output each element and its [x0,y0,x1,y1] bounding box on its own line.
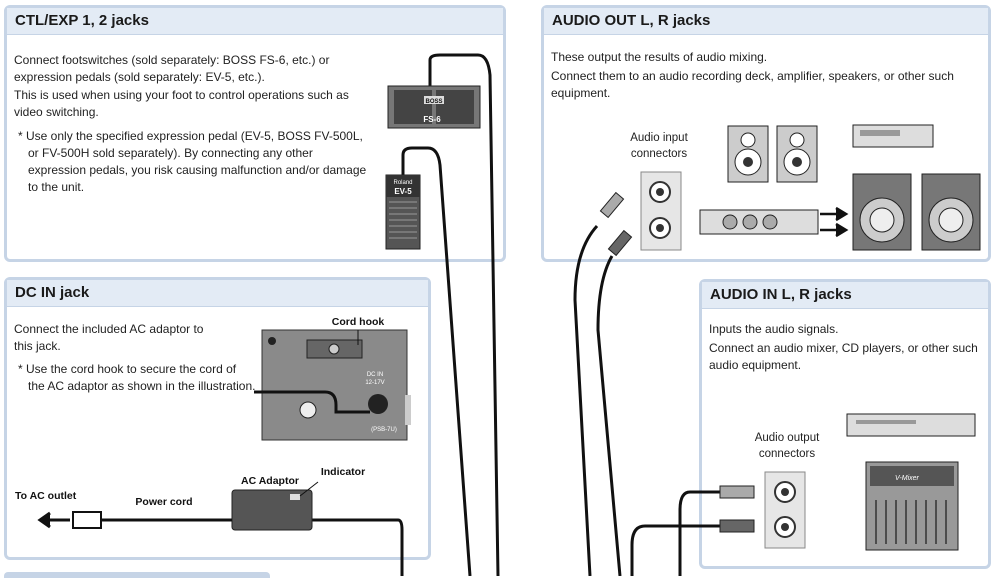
audio-input-connectors-label: Audio input connectors [630,132,688,160]
audio-out-cable-l [573,224,599,576]
ev5-expression-pedal: Roland EV-5 [385,174,421,250]
fs6-model: FS-6 [423,115,441,124]
audio-output-jack-block [764,471,806,549]
cord-hook-label: Cord hook [332,316,385,328]
mixer-brand: V-Mixer [895,475,920,482]
psb-label: (PSB-7U) [371,427,397,433]
rca-plug-red [607,229,633,257]
audio-in-title: AUDIO IN L, R jacks [702,282,988,309]
dc-in-device [261,329,411,441]
cd-player [846,413,976,437]
rca-plug-white-in [719,485,755,499]
ev5-model: EV-5 [394,187,412,196]
power-cord-label: Power cord [135,496,192,508]
ev5-cable [401,146,472,576]
audio-output-connectors-label: Audio output connectors [754,432,820,460]
rca-plug-red-in [719,519,755,533]
ctl-exp-note: * Use only the specified expression peda… [18,129,367,194]
audio-in-text-2: Connect an audio mixer, CD players, or o… [709,341,978,372]
ctl-exp-text-2: This is used when using your foot to con… [14,88,349,119]
dc-cord-hooked [254,390,370,414]
dc-voltage-label: 12-17V [365,380,384,386]
dc-in-note: * Use the cord hook to secure the cord o… [18,362,256,393]
pa-speakers [852,173,981,251]
audio-in-cable-l [678,490,720,576]
rca-plug-white [599,191,625,219]
audio-input-jack-block [640,171,682,251]
indicator-label: Indicator [321,466,365,478]
fs6-footswitch: BOSS FS-6 [387,85,481,129]
next-panel-stub [4,572,270,578]
dc-in-jack-label: DC IN [367,372,383,378]
adaptor-dc-cable [312,518,404,576]
fs6-brand: BOSS [425,99,442,105]
audio-out-title: AUDIO OUT L, R jacks [544,8,988,35]
ctl-exp-title: CTL/EXP 1, 2 jacks [7,8,503,35]
audio-in-text-1: Inputs the audio signals. [709,322,839,336]
dc-in-text-1: Connect the included AC adaptor to this … [14,322,204,353]
ctl-exp-panel: CTL/EXP 1, 2 jacks [4,5,506,262]
arrow-icons [820,206,849,238]
dc-in-title: DC IN jack [7,280,428,307]
fs6-cable [428,53,500,576]
audio-mixer: V-Mixer [865,461,959,551]
recording-deck [852,124,934,148]
audio-in-cable-r [630,524,720,576]
indicator-lamp [290,494,300,500]
monitor-speakers [727,125,818,183]
amplifier [699,209,819,235]
to-ac-outlet-label: To AC outlet [15,490,77,502]
audio-out-text-2: Connect them to an audio recording deck,… [551,69,954,100]
ctl-exp-text-1: Connect footswitches (sold separately: B… [14,53,330,84]
power-plug [72,511,102,529]
ev5-brand: Roland [393,180,412,186]
ac-adaptor-label: AC Adaptor [241,475,299,487]
indicator-leader [299,481,319,497]
outlet-arrow-icon [37,511,70,529]
audio-out-text-1: These output the results of audio mixing… [551,50,768,64]
audio-out-cable-r [596,255,622,576]
